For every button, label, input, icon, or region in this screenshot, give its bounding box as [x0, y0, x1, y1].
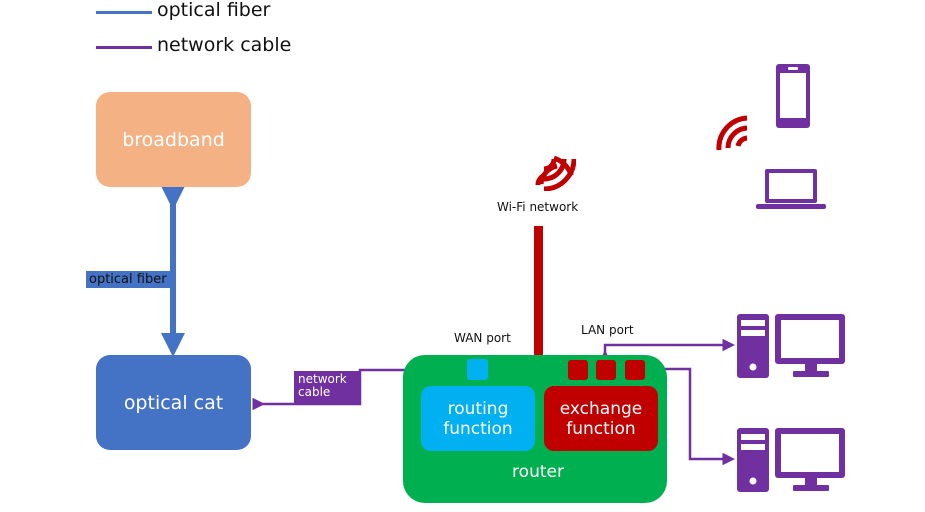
- network-cable-tag-line2: cable: [298, 385, 331, 399]
- wifi-antenna: [534, 226, 543, 356]
- wan-port: [467, 359, 488, 380]
- exchange-function-line2: function: [566, 418, 636, 439]
- broadband-label: broadband: [122, 128, 225, 151]
- legend-network-cable-swatch: [96, 46, 152, 49]
- lan-port-3: [625, 360, 645, 380]
- exchange-function-line1: exchange: [559, 398, 643, 419]
- optical-fiber-tag-label: optical fiber: [89, 272, 167, 287]
- optical-fiber-tag: optical fiber: [86, 271, 170, 288]
- desktop-computer-icon: [737, 428, 845, 492]
- lan-port-label: LAN port: [581, 323, 634, 337]
- broadband-node: broadband: [96, 92, 251, 187]
- router-label: router: [512, 462, 564, 482]
- optical-cat-node: optical cat: [96, 355, 251, 450]
- legend-optical-fiber-label: optical fiber: [157, 0, 271, 21]
- wifi-signal-icon: [535, 155, 576, 191]
- routing-function-line2: function: [443, 418, 513, 439]
- network-cable-lan-link-1: [598, 338, 735, 363]
- lan-port-1: [568, 360, 588, 380]
- legend-network-cable-label: network cable: [157, 34, 292, 56]
- wifi-network-label: Wi-Fi network: [497, 200, 579, 214]
- routing-function-line1: routing: [447, 398, 509, 419]
- network-cable-tag: network cable: [294, 371, 360, 403]
- optical-cat-label: optical cat: [123, 391, 224, 414]
- network-cable-tag-line1: network: [298, 372, 347, 386]
- routing-function-node: routing function: [421, 386, 535, 451]
- smartphone-icon: [776, 64, 810, 128]
- desktop-computer-icon: [737, 314, 845, 378]
- wan-port-label: WAN port: [454, 331, 511, 345]
- device-wifi-signal-icon: [716, 115, 748, 151]
- exchange-function-node: exchange function: [544, 386, 658, 451]
- lan-port-2: [596, 360, 616, 380]
- network-cable-lan-link-2: [642, 362, 735, 466]
- legend-optical-fiber-swatch: [96, 11, 152, 14]
- laptop-icon: [756, 169, 826, 209]
